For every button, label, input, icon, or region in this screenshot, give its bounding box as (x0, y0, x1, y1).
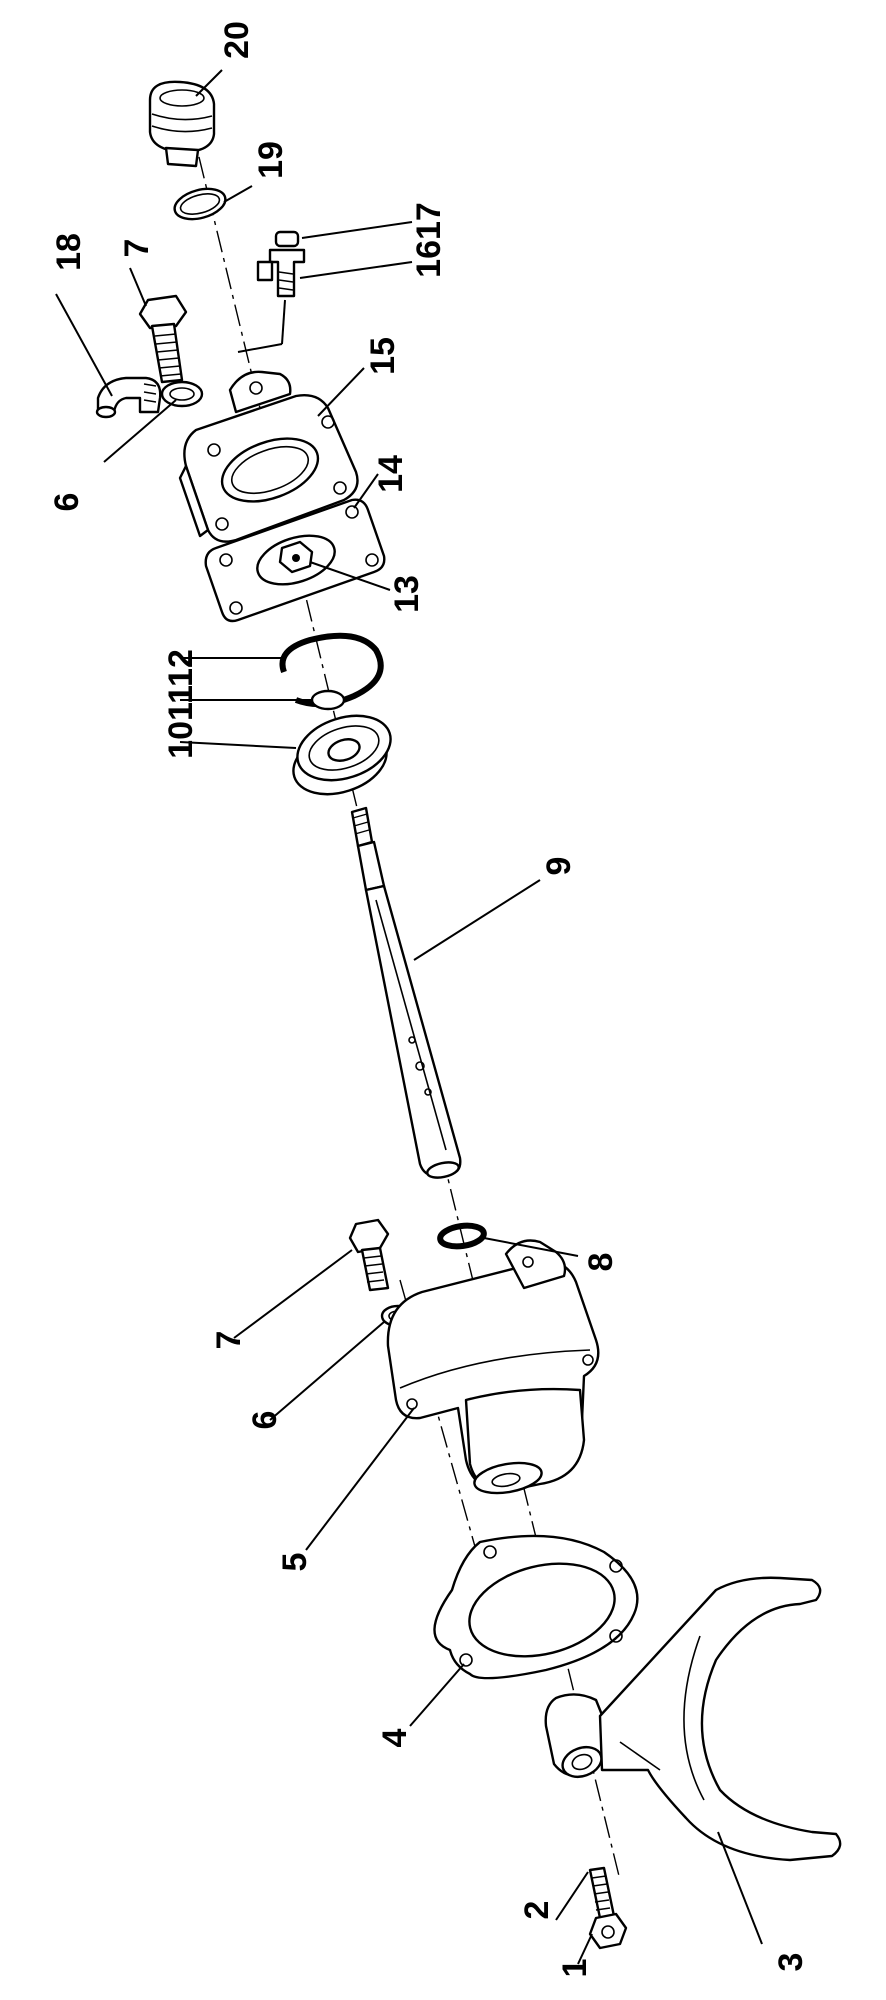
part-7-bolt-upper (138, 294, 188, 384)
callout-1: 1 (556, 1959, 594, 1978)
callout-labels: 20 19 1617 18 7 15 6 14 13 101112 9 8 7 … (48, 21, 810, 1977)
callout-7-upper: 7 (118, 239, 156, 258)
part-2-set-screw (588, 1866, 616, 1920)
part-6-washer-upper (160, 380, 204, 408)
part-1-lock-nut (588, 1912, 628, 1950)
callout-8: 8 (582, 1253, 620, 1272)
callout-18: 18 (50, 233, 88, 271)
part-19-o-ring (173, 187, 227, 221)
part-7-bolt-lower (348, 1218, 390, 1292)
part-13-nut (278, 540, 314, 574)
callout-20: 20 (218, 21, 256, 59)
callout-3: 3 (772, 1953, 810, 1972)
callout-19: 19 (252, 141, 290, 179)
callout-13: 13 (388, 575, 426, 613)
part-9-shaft (350, 806, 462, 1179)
part-8-ring (437, 1222, 487, 1250)
part-3-shift-fork (544, 1576, 842, 1862)
part-16-17-tee-fitting (237, 230, 306, 353)
callout-4: 4 (376, 1728, 414, 1747)
callout-101112: 101112 (162, 649, 200, 759)
callout-6-lower: 6 (246, 1411, 284, 1430)
callout-5: 5 (276, 1553, 314, 1572)
part-18-elbow-fitting (95, 376, 162, 419)
callout-2: 2 (518, 1901, 556, 1920)
leader-lines (55, 69, 763, 1965)
callout-15: 15 (364, 337, 402, 375)
callout-6-upper: 6 (48, 493, 86, 512)
callout-1617: 1617 (410, 202, 448, 278)
part-20-breather-cap (148, 80, 216, 168)
part-4-flange-gasket (433, 1534, 639, 1680)
part-11-ring (310, 689, 346, 711)
callout-7-lower: 7 (210, 1331, 248, 1350)
part-5-lower-housing (386, 1239, 600, 1495)
callout-9: 9 (540, 857, 578, 876)
part-15-upper-housing (178, 370, 359, 543)
callout-14: 14 (372, 455, 410, 493)
part-10-bearing (292, 714, 392, 796)
